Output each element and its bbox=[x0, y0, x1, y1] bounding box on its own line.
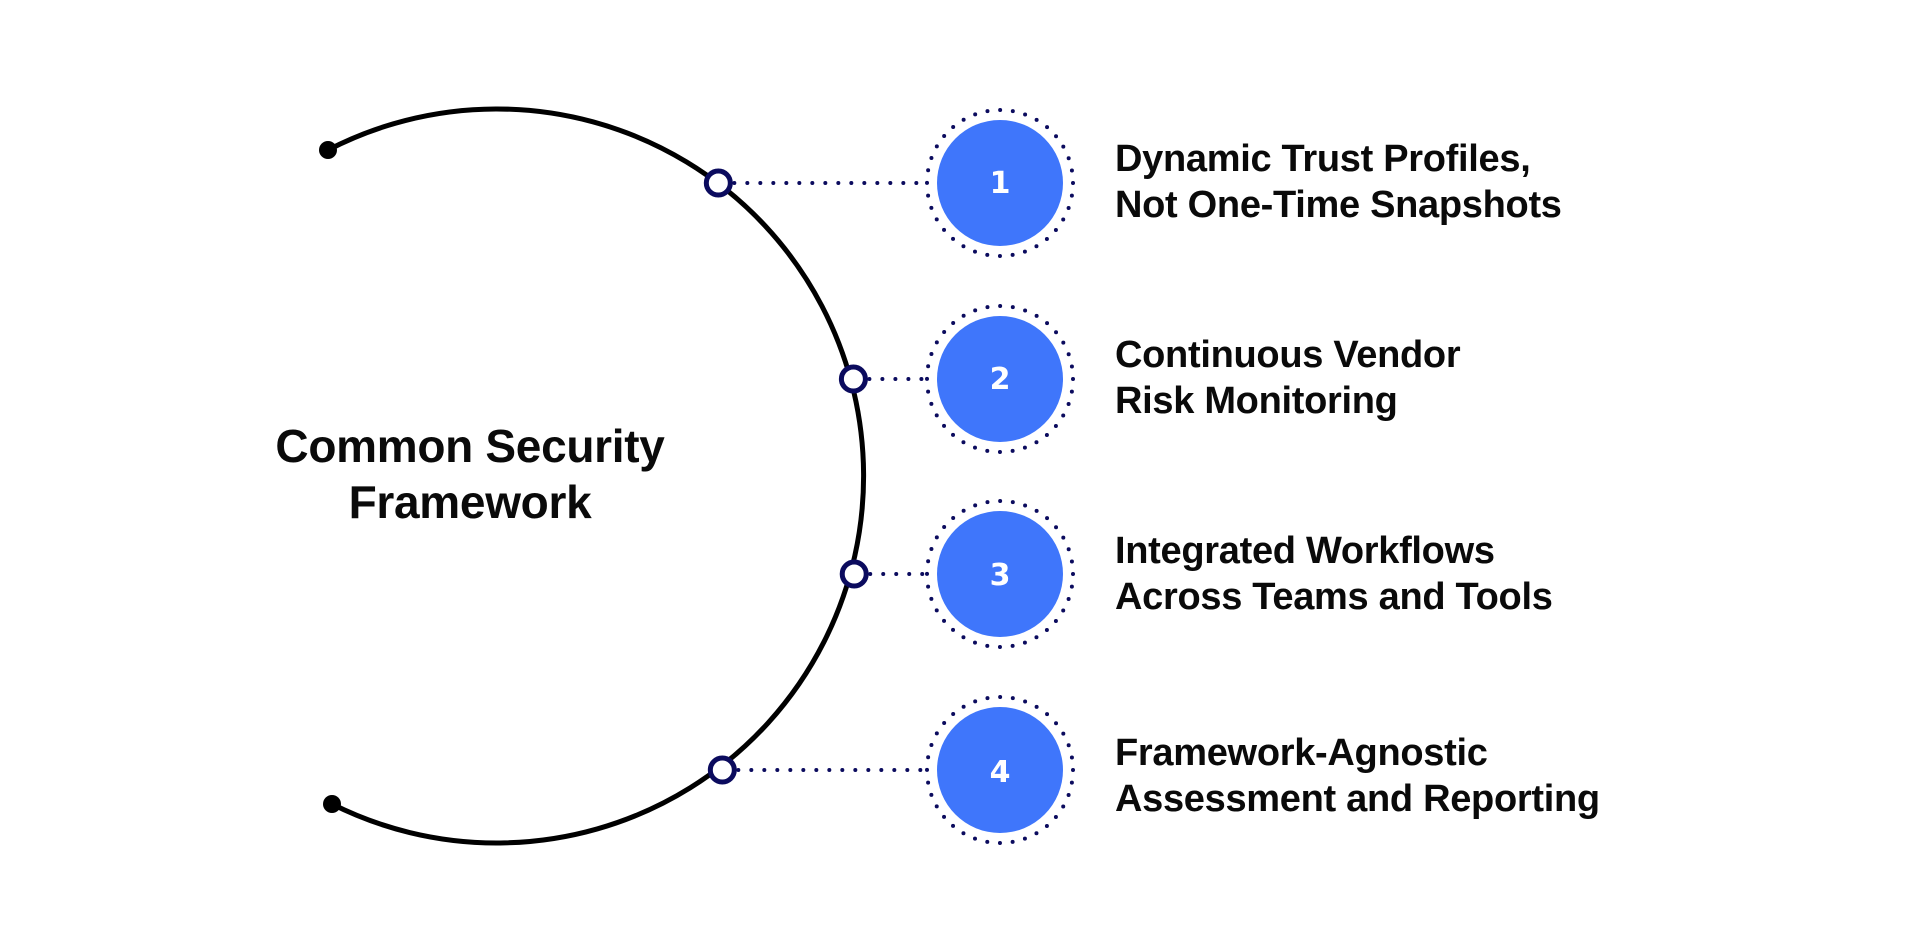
title-line-2: Framework bbox=[348, 476, 592, 528]
item-number-4: 4 bbox=[989, 755, 1011, 790]
number-badge-4 bbox=[937, 707, 1063, 833]
number-badge-1 bbox=[937, 120, 1063, 246]
number-badge-2 bbox=[937, 316, 1063, 442]
item-label-1-line-2: Not One-Time Snapshots bbox=[1115, 184, 1562, 226]
item-number-3: 3 bbox=[989, 558, 1011, 593]
item-label-4: Framework-Agnostic Assessment and Report… bbox=[1115, 730, 1600, 822]
item-number-1: 1 bbox=[989, 166, 1011, 201]
item-label-3: Integrated Workflows Across Teams and To… bbox=[1115, 528, 1553, 620]
item-label-1: Dynamic Trust Profiles, Not One-Time Sna… bbox=[1115, 136, 1562, 228]
title-line-1: Common Security bbox=[275, 420, 665, 472]
item-label-3-line-2: Across Teams and Tools bbox=[1115, 576, 1553, 618]
item-label-2: Continuous Vendor Risk Monitoring bbox=[1115, 332, 1461, 424]
badge-ring-3 bbox=[925, 499, 1075, 649]
framework-arc bbox=[325, 106, 867, 846]
badge-ring-4 bbox=[925, 695, 1075, 845]
item-label-4-line-2: Assessment and Reporting bbox=[1115, 778, 1600, 820]
badge-ring-1 bbox=[925, 108, 1075, 258]
arc-endpoint-top bbox=[319, 141, 337, 159]
badge-ring-2 bbox=[925, 304, 1075, 454]
number-badge-3 bbox=[937, 511, 1063, 637]
arc-node-1 bbox=[703, 168, 733, 198]
arc-node-2 bbox=[838, 364, 868, 394]
item-label-2-line-1: Continuous Vendor bbox=[1115, 334, 1461, 376]
arc-node-3 bbox=[839, 559, 869, 589]
arc-node-4 bbox=[707, 755, 737, 785]
item-label-1-line-1: Dynamic Trust Profiles, bbox=[1115, 138, 1531, 180]
item-label-4-line-1: Framework-Agnostic bbox=[1115, 732, 1488, 774]
arc-endpoint-bottom bbox=[323, 795, 341, 813]
diagram-title: Common Security Framework bbox=[220, 418, 720, 530]
item-label-2-line-2: Risk Monitoring bbox=[1115, 380, 1398, 422]
item-label-3-line-1: Integrated Workflows bbox=[1115, 530, 1495, 572]
item-number-2: 2 bbox=[989, 362, 1011, 397]
